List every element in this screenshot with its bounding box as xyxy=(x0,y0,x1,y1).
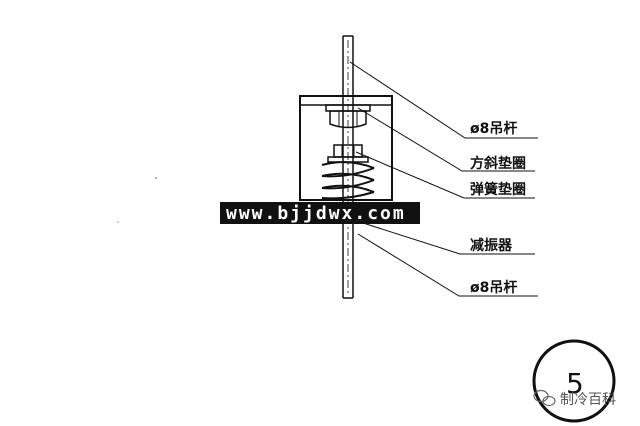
watermark-text: 制冷百科 xyxy=(560,392,616,408)
leader-top-rod xyxy=(349,61,538,139)
hanger-rod xyxy=(342,35,354,299)
watermark: 制冷百科 xyxy=(533,389,616,408)
wechat-icon xyxy=(533,389,556,407)
leader-bottom-rod xyxy=(357,233,538,297)
spring-coils xyxy=(321,161,375,200)
label-bottom-rod: ø8吊杆 xyxy=(470,279,517,296)
label-spring-washer: 弹簧垫圈 xyxy=(470,181,526,198)
top-nut xyxy=(325,104,371,129)
leader-lines xyxy=(349,61,538,297)
stray-marks xyxy=(117,177,157,223)
label-damper: 减振器 xyxy=(470,237,513,254)
leader-damper xyxy=(359,221,535,255)
label-square-washer: 方斜垫圈 xyxy=(470,155,526,172)
leader-spring-washer xyxy=(355,151,535,199)
url-banner-text: www.bjjdwx.com xyxy=(226,203,406,224)
drawing-number-badge: 5 xyxy=(532,339,616,423)
leader-square-washer xyxy=(357,107,535,172)
drawing-number: 5 xyxy=(566,367,584,400)
url-banner: www.bjjdwx.com xyxy=(220,202,420,224)
label-top-rod: ø8吊杆 xyxy=(470,120,517,137)
